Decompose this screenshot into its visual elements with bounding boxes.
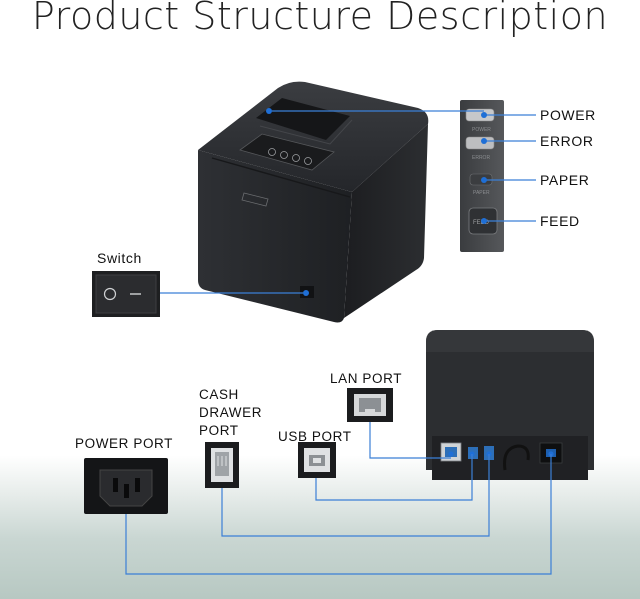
usb-port-icon [298, 442, 336, 478]
label-switch: Switch [97, 250, 142, 266]
svg-text:ERROR: ERROR [472, 155, 490, 161]
power-port-icon [84, 458, 168, 514]
switch-point-dot [303, 290, 309, 296]
printer-front-view [198, 81, 429, 323]
label-error: ERROR [540, 133, 594, 149]
label-paper: PAPER [540, 172, 590, 188]
label-cash-drawer-2: DRAWER [199, 405, 263, 420]
label-cash-drawer-3: PORT [199, 423, 239, 438]
label-power: POWER [540, 107, 596, 123]
svg-text:PAPER: PAPER [473, 190, 490, 196]
cash-drawer-port-icon [205, 442, 239, 488]
control-panel: POWER ERROR PAPER FEED [460, 100, 504, 252]
label-feed: FEED [540, 213, 580, 229]
svg-text:POWER: POWER [472, 127, 491, 133]
label-cash-drawer-1: CASH [199, 387, 239, 402]
connector-lines [125, 110, 552, 575]
page-title: Product Structure Description [31, 0, 609, 38]
power-led-dot [266, 108, 272, 114]
label-power-port: POWER PORT [75, 436, 174, 451]
lan-port-icon [347, 388, 393, 422]
feed-button-label: FEED [473, 220, 490, 226]
printer-back-view [426, 330, 594, 480]
panel-dots [481, 112, 487, 224]
error-led [465, 136, 495, 150]
label-lan-port: LAN PORT [330, 371, 403, 386]
label-usb-port: USB PORT [278, 429, 352, 444]
switch-box[interactable] [92, 271, 160, 317]
